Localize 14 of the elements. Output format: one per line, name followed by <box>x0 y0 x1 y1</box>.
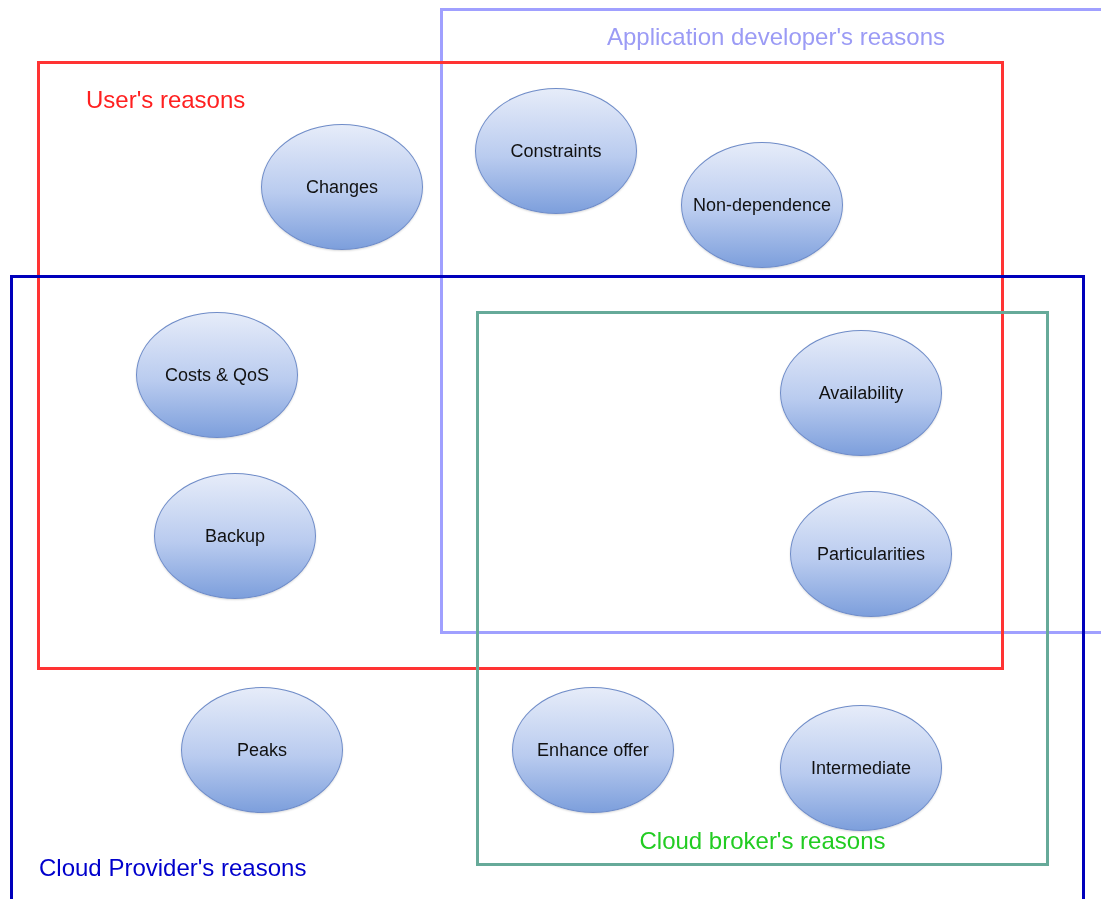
group-title: User's reasons <box>86 86 246 114</box>
ellipse-label: Particularities <box>816 543 925 565</box>
ellipse-label: Enhance offer <box>537 739 649 761</box>
ellipse-label: Peaks <box>237 739 287 761</box>
ellipse-label: Intermediate <box>810 757 912 779</box>
group-title: Application developer's reasons <box>605 23 947 51</box>
ellipse-label: Constraints <box>510 140 602 162</box>
ellipse-label: Backup <box>204 525 265 547</box>
group-title: Cloud Provider's reasons <box>39 854 307 882</box>
ellipse-label: Availability <box>818 382 904 404</box>
ellipse-label: Changes <box>305 176 379 198</box>
ellipse-label: Non-dependence <box>692 194 832 216</box>
group-title: Cloud broker's reasons <box>638 827 887 855</box>
ellipse-label: Costs & QoS <box>164 364 269 386</box>
